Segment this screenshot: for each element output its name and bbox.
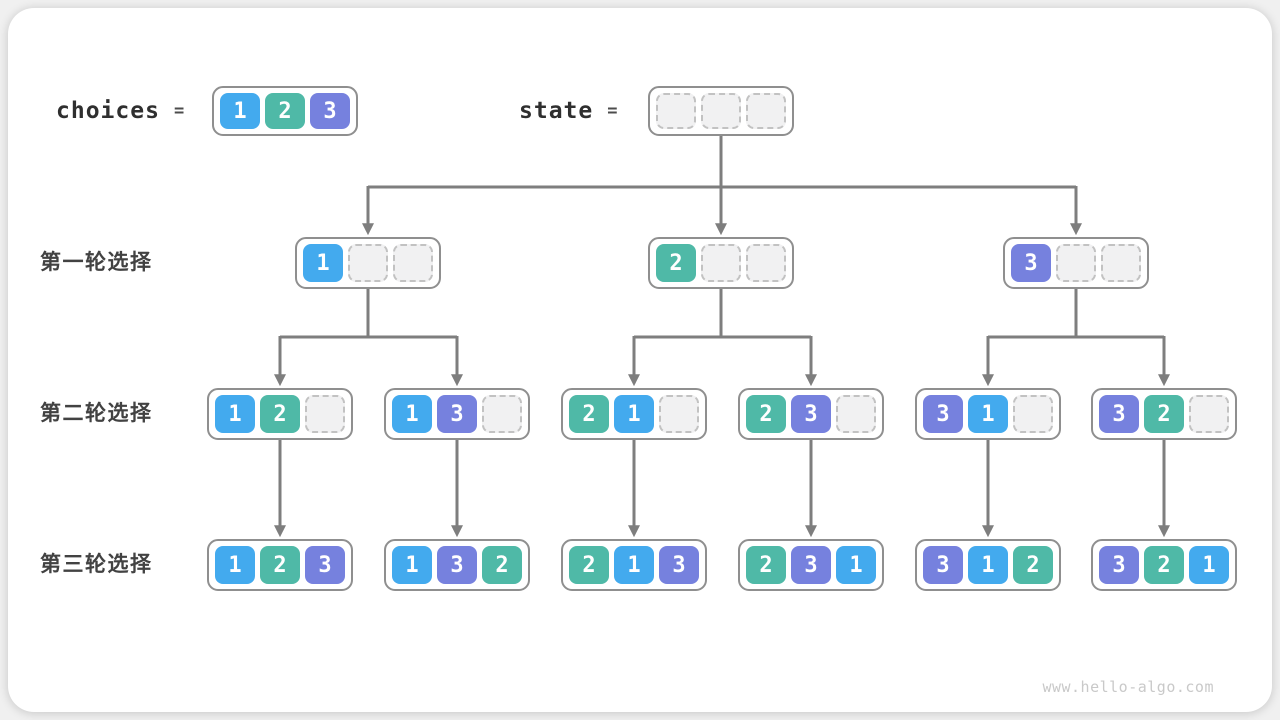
array-cell-filled: 3 (437, 395, 477, 433)
array-cell-empty (1101, 244, 1141, 282)
array-cell-filled: 3 (791, 395, 831, 433)
row-label-round-3: 第三轮选择 (40, 553, 153, 576)
array-cell-filled: 1 (614, 546, 654, 584)
array-cell-filled: 2 (260, 546, 300, 584)
watermark: www.hello-algo.com (1042, 678, 1214, 696)
array-cell-empty (305, 395, 345, 433)
choices-equals: = (173, 101, 185, 121)
array-cell-filled: 2 (482, 546, 522, 584)
array-cell-empty (659, 395, 699, 433)
array-cell-filled: 3 (1011, 244, 1051, 282)
array-cell-filled: 1 (968, 395, 1008, 433)
array-cell-filled: 2 (1144, 395, 1184, 433)
array-cell-empty (701, 93, 741, 129)
array-cell-filled: 3 (305, 546, 345, 584)
array-cell-filled: 2 (1144, 546, 1184, 584)
choices-header: choices = (56, 86, 184, 136)
array-cell-empty (836, 395, 876, 433)
array-cell-filled: 3 (1099, 546, 1139, 584)
array-cell-empty (746, 244, 786, 282)
array-cell-filled: 2 (569, 395, 609, 433)
state-header: state = (519, 86, 618, 136)
state-equals: = (607, 101, 618, 121)
state-label: state (519, 98, 594, 124)
state-array-round1-1: 1 (295, 237, 441, 289)
array-cell-filled: 1 (303, 244, 343, 282)
array-cell-filled: 1 (1189, 546, 1229, 584)
array-cell-filled: 3 (791, 546, 831, 584)
array-cell-filled: 2 (1013, 546, 1053, 584)
array-cell-filled: 1 (836, 546, 876, 584)
array-cell-empty (1189, 395, 1229, 433)
array-cell-filled: 2 (746, 546, 786, 584)
array-cell-filled: 1 (614, 395, 654, 433)
state-array (648, 86, 794, 136)
array-cell-empty (746, 93, 786, 129)
array-cell-filled: 3 (437, 546, 477, 584)
array-cell-filled: 1 (392, 546, 432, 584)
array-cell-filled: 1 (215, 395, 255, 433)
array-cell-filled: 1 (968, 546, 1008, 584)
array-cell-empty (1013, 395, 1053, 433)
array-cell-filled: 1 (215, 546, 255, 584)
row-label-round-1: 第一轮选择 (40, 251, 153, 274)
array-cell-filled: 2 (265, 93, 305, 129)
choices-label: choices (56, 98, 160, 124)
array-cell-empty (1056, 244, 1096, 282)
state-array-round1-3: 3 (1003, 237, 1149, 289)
array-cell-empty (656, 93, 696, 129)
array-cell-filled: 2 (260, 395, 300, 433)
array-cell-filled: 3 (310, 93, 350, 129)
array-cell-filled: 3 (923, 395, 963, 433)
array-cell-filled: 3 (659, 546, 699, 584)
state-array-round1-2: 2 (648, 237, 794, 289)
array-cell-filled: 1 (392, 395, 432, 433)
array-cell-empty (701, 244, 741, 282)
array-cell-empty (348, 244, 388, 282)
array-cell-filled: 1 (220, 93, 260, 129)
row-label-round-2: 第二轮选择 (40, 402, 153, 425)
array-cell-empty (393, 244, 433, 282)
array-cell-empty (482, 395, 522, 433)
array-cell-filled: 3 (923, 546, 963, 584)
array-cell-filled: 3 (1099, 395, 1139, 433)
array-cell-filled: 2 (569, 546, 609, 584)
array-cell-filled: 2 (656, 244, 696, 282)
array-cell-filled: 2 (746, 395, 786, 433)
